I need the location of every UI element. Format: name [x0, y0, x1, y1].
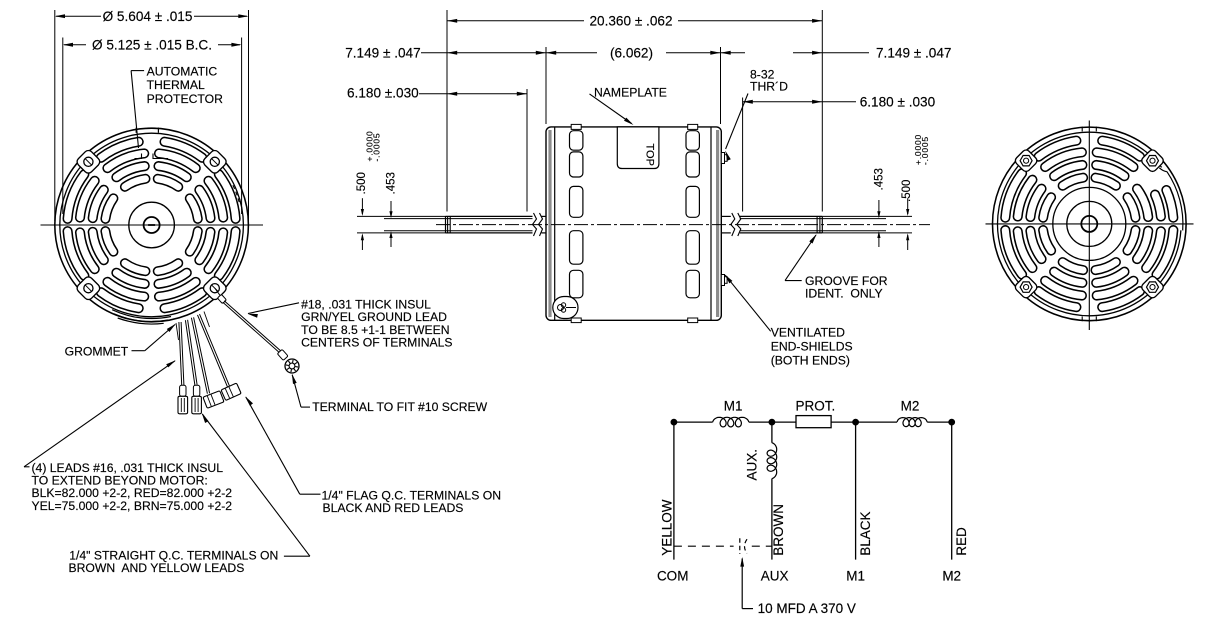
- svg-text:BLK=82.000 +2-2, RED=82.000 +2: BLK=82.000 +2-2, RED=82.000 +2-2: [32, 486, 233, 500]
- svg-text:THERMAL: THERMAL: [147, 78, 205, 92]
- svg-text:COM: COM: [657, 568, 689, 583]
- svg-text:(4) LEADS #16, .031 THICK INSU: (4) LEADS #16, .031 THICK INSUL: [32, 461, 224, 475]
- svg-text:AUTOMATIC: AUTOMATIC: [147, 64, 218, 78]
- svg-text:-.0005: -.0005: [372, 133, 382, 162]
- svg-text:GRN/YEL GROUND LEAD: GRN/YEL GROUND LEAD: [301, 310, 447, 324]
- svg-text:+.0000: +.0000: [365, 130, 375, 161]
- svg-text:.453: .453: [874, 168, 886, 190]
- svg-text:(6.062): (6.062): [610, 46, 653, 61]
- svg-text:BLACK AND RED LEADS: BLACK AND RED LEADS: [323, 501, 464, 515]
- svg-text:Ø 5.604 ± .015: Ø 5.604 ± .015: [103, 9, 193, 24]
- svg-text:TO BE 8.5 +1-1 BETWEEN: TO BE 8.5 +1-1 BETWEEN: [301, 323, 449, 337]
- svg-text:1/4" FLAG Q.C. TERMINALS ON: 1/4" FLAG Q.C. TERMINALS ON: [322, 488, 502, 502]
- svg-text:.500: .500: [901, 180, 913, 202]
- svg-text:PROTECTOR: PROTECTOR: [147, 92, 223, 106]
- svg-text:-.0005: -.0005: [920, 136, 930, 165]
- svg-text:(BOTH ENDS): (BOTH ENDS): [771, 354, 850, 368]
- svg-text:8-32: 8-32: [750, 68, 775, 82]
- svg-text:NAMEPLATE: NAMEPLATE: [594, 86, 667, 100]
- svg-text:TERMINAL TO FIT #10 SCREW: TERMINAL TO FIT #10 SCREW: [312, 400, 487, 414]
- svg-text:THR´D: THR´D: [750, 79, 788, 93]
- svg-text:20.360 ± .062: 20.360 ± .062: [589, 14, 672, 29]
- svg-text:+.0000: +.0000: [913, 134, 923, 165]
- svg-text:1/4" STRAIGHT Q.C. TERMINALS O: 1/4" STRAIGHT Q.C. TERMINALS ON: [69, 548, 278, 562]
- svg-text:#18, .031 THICK INSUL: #18, .031 THICK INSUL: [301, 298, 431, 312]
- svg-text:6.180 ±.030: 6.180 ±.030: [347, 86, 419, 101]
- svg-text:AUX.: AUX.: [745, 449, 760, 481]
- svg-text:.500: .500: [356, 172, 368, 194]
- svg-text:BLACK: BLACK: [858, 512, 873, 556]
- svg-text:M2: M2: [942, 568, 961, 583]
- svg-text:M1: M1: [846, 568, 865, 583]
- svg-text:END-SHIELDS: END-SHIELDS: [771, 340, 853, 354]
- svg-text:RED: RED: [954, 527, 969, 556]
- svg-text:Ø 5.125 ± .015 B.C.: Ø 5.125 ± .015 B.C.: [92, 38, 212, 53]
- svg-text:GROMMET: GROMMET: [65, 344, 129, 358]
- svg-text:CENTERS OF TERMINALS: CENTERS OF TERMINALS: [301, 336, 452, 350]
- svg-text:M2: M2: [901, 399, 920, 414]
- svg-text:IDENT. ONLY: IDENT. ONLY: [805, 287, 883, 301]
- svg-text:VENTILATED: VENTILATED: [771, 325, 845, 339]
- svg-text:7.149 ± .047: 7.149 ± .047: [876, 46, 952, 61]
- svg-text:YEL=75.000 +2-2, BRN=75.000 +2: YEL=75.000 +2-2, BRN=75.000 +2-2: [32, 499, 233, 513]
- svg-text:6.180 ± .030: 6.180 ± .030: [860, 94, 936, 109]
- svg-text:7.149 ± .047: 7.149 ± .047: [345, 46, 421, 61]
- svg-text:.453: .453: [386, 172, 398, 194]
- svg-text:10 MFD A 370 V: 10 MFD A 370 V: [758, 601, 856, 616]
- svg-text:PROT.: PROT.: [796, 399, 836, 414]
- svg-text:GROOVE FOR: GROOVE FOR: [805, 274, 888, 288]
- svg-text:TOP: TOP: [644, 144, 656, 166]
- svg-text:TO EXTEND BEYOND MOTOR:: TO EXTEND BEYOND MOTOR:: [32, 474, 208, 488]
- svg-text:BROWN: BROWN: [771, 504, 786, 556]
- svg-text:M1: M1: [724, 399, 743, 414]
- svg-text:AUX: AUX: [761, 568, 789, 583]
- svg-text:BROWN AND YELLOW LEADS: BROWN AND YELLOW LEADS: [69, 561, 245, 575]
- svg-text:YELLOW: YELLOW: [660, 499, 675, 556]
